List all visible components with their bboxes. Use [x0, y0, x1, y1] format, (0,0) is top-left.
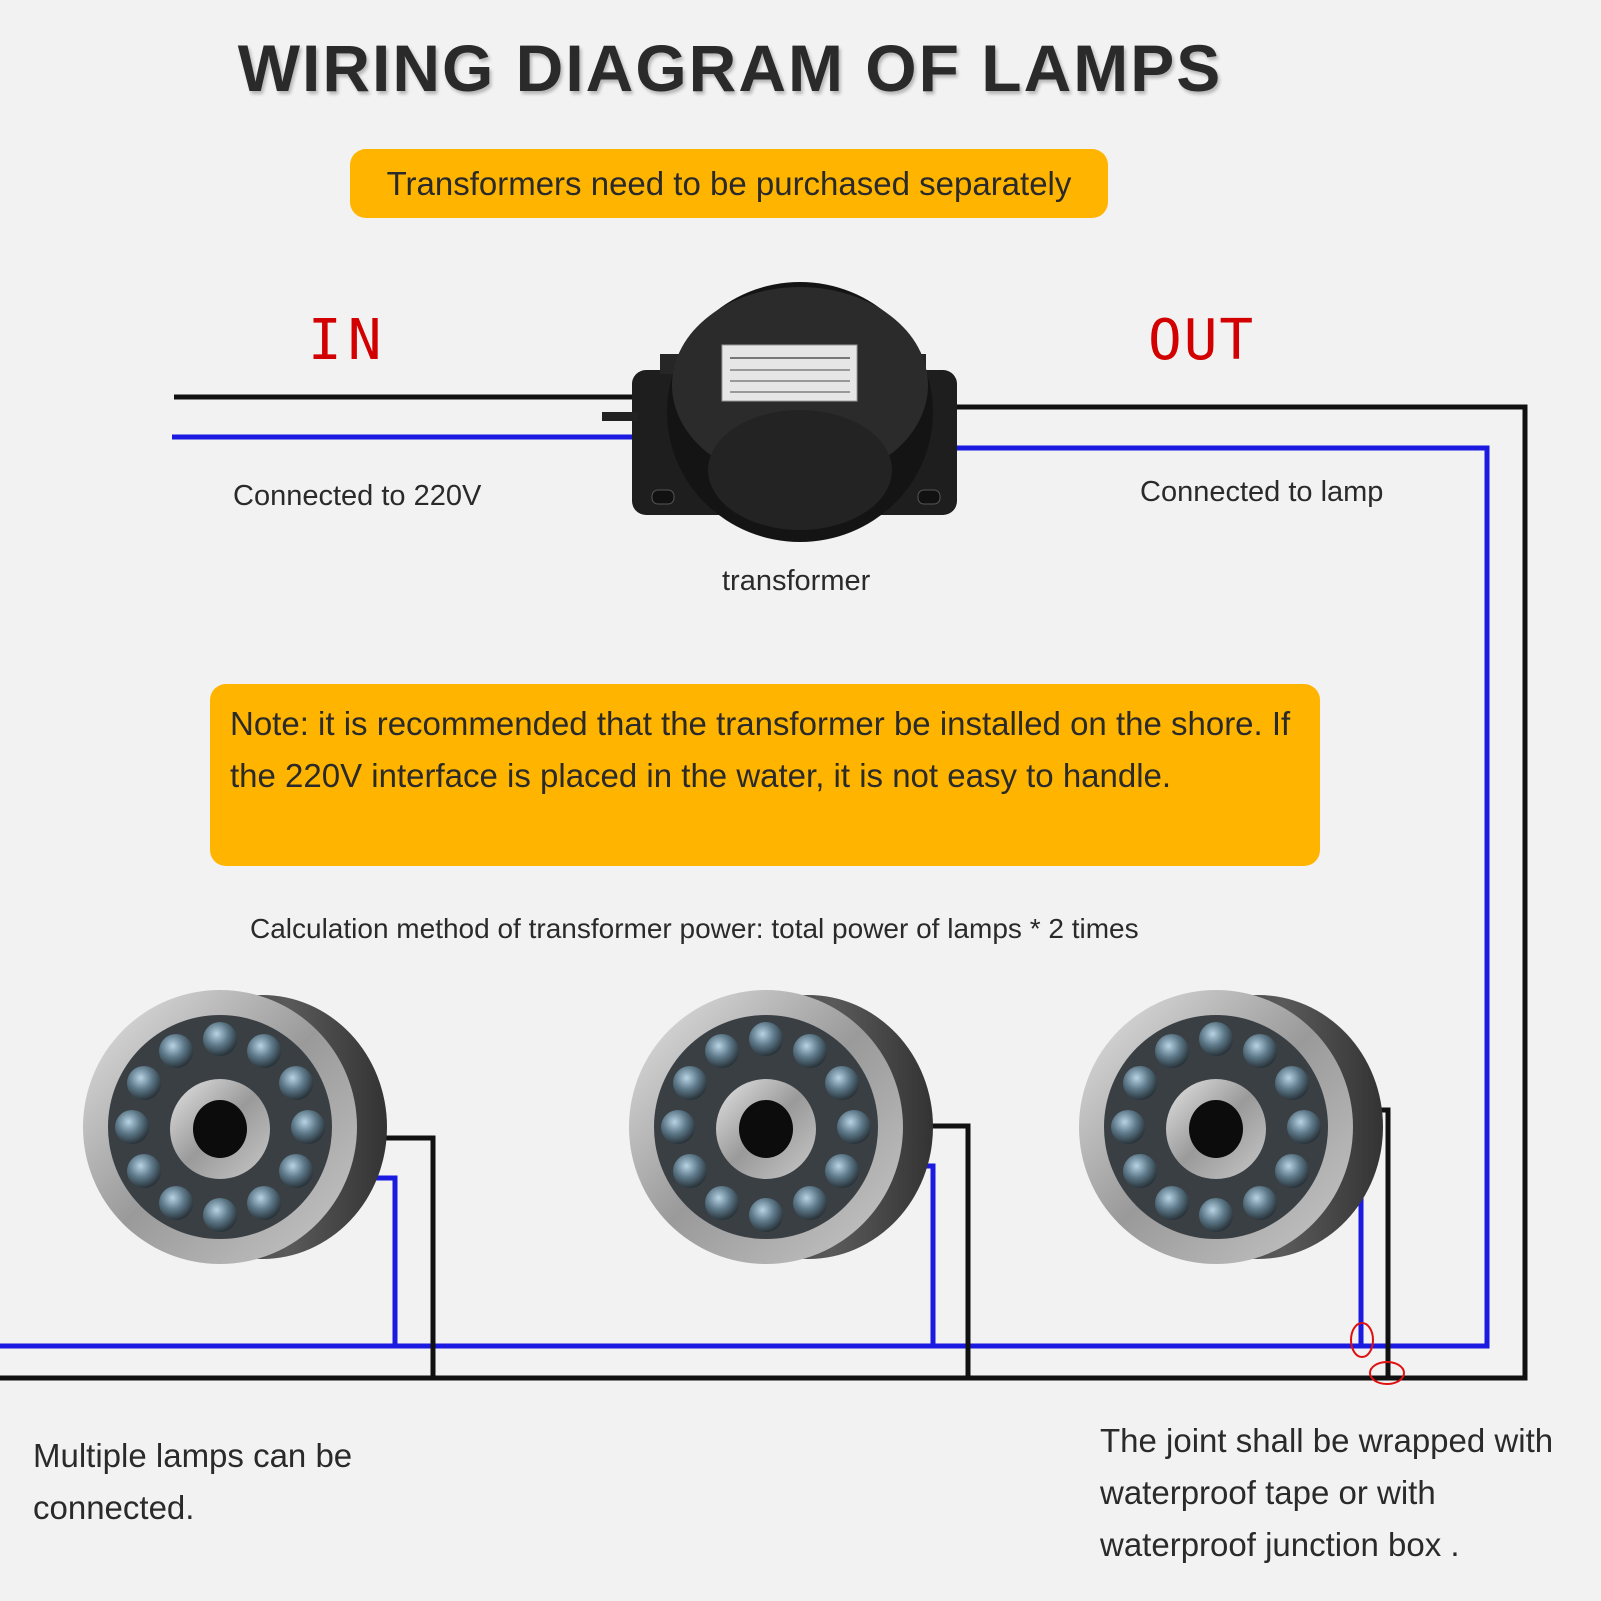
transformer-caption: transformer — [722, 565, 871, 597]
transformer-device-icon — [602, 282, 957, 542]
purchase-banner: Transformers need to be purchased separa… — [350, 149, 1108, 218]
connected-lamp-caption: Connected to lamp — [1140, 476, 1384, 508]
joint-note-text: The joint shall be wrapped with waterpro… — [1100, 1422, 1554, 1563]
out-wire-blue — [0, 445, 1490, 1349]
underwater-lamp-icon — [629, 990, 933, 1264]
out-wire-black — [0, 404, 1528, 1381]
calculation-text: Calculation method of transformer power:… — [250, 913, 1139, 944]
connected-220v-caption: Connected to 220V — [233, 480, 482, 512]
underwater-lamp-icon — [1079, 990, 1383, 1264]
page-title: WIRING DIAGRAM OF LAMPS — [237, 31, 1223, 105]
out-label: OUT — [1148, 308, 1256, 373]
note-banner: Note: it is recommended that the transfo… — [210, 684, 1320, 866]
multiple-lamps-text: Multiple lamps can be connected. — [33, 1437, 353, 1526]
underwater-lamp-icon — [83, 990, 387, 1264]
joint-marker-blue — [1350, 1322, 1374, 1358]
in-label: IN — [308, 308, 388, 373]
joint-marker-black — [1369, 1361, 1405, 1385]
